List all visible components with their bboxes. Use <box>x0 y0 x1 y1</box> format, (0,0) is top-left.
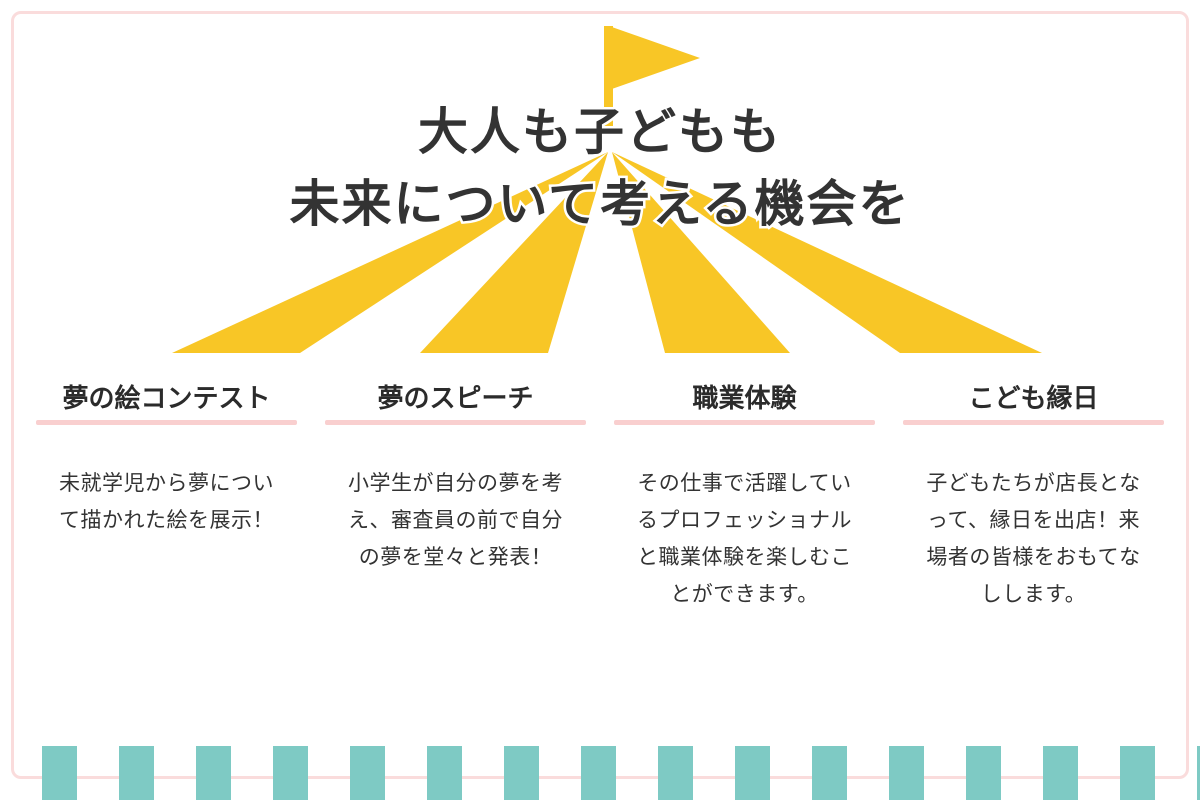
teal-gap <box>1001 746 1043 800</box>
program-underline-3 <box>614 420 875 425</box>
program-column-1: 夢の絵コンテスト 未就学児から夢について描かれた絵を展示！ <box>22 382 311 613</box>
program-underline-2 <box>325 420 586 425</box>
teal-block <box>42 746 77 800</box>
teal-gap <box>1155 746 1197 800</box>
teal-gap <box>308 746 350 800</box>
teal-gap <box>0 746 42 800</box>
program-underline-1 <box>36 420 297 425</box>
teal-gap <box>77 746 119 800</box>
ray-group <box>172 152 1042 353</box>
program-heading-3: 職業体験 <box>692 384 797 414</box>
headline-line-2: 未来について考える機会を <box>287 173 911 236</box>
program-columns: 夢の絵コンテスト 未就学児から夢について描かれた絵を展示！ 夢のスピーチ 小学生… <box>22 382 1178 613</box>
teal-block <box>1043 746 1078 800</box>
teal-block <box>1120 746 1155 800</box>
teal-gap <box>385 746 427 800</box>
flag-icon <box>604 26 700 136</box>
teal-block <box>427 746 462 800</box>
teal-gap <box>616 746 658 800</box>
teal-gap <box>462 746 504 800</box>
teal-gap <box>770 746 812 800</box>
teal-block <box>658 746 693 800</box>
page-title: 大人も子どもも 未来について考える機会を <box>0 96 1200 240</box>
program-column-4: こども縁日 子どもたちが店長となって、縁日を出店！来場者の皆様をおもてなしします… <box>889 382 1178 613</box>
program-body-2: 小学生が自分の夢を考え、審査員の前で自分の夢を堂々と発表！ <box>348 471 563 569</box>
bottom-teal-strip <box>0 746 1200 800</box>
headline-line-1: 大人も子どもも <box>416 101 783 164</box>
teal-block <box>812 746 847 800</box>
program-body-3: その仕事で活躍しているプロフェッショナルと職業体験を楽しむことができます。 <box>637 471 852 606</box>
teal-block <box>350 746 385 800</box>
program-column-3: 職業体験 その仕事で活躍しているプロフェッショナルと職業体験を楽しむことができま… <box>600 382 889 613</box>
teal-block <box>196 746 231 800</box>
teal-gap <box>693 746 735 800</box>
program-body-4: 子どもたちが店長となって、縁日を出店！来場者の皆様をおもてなしします。 <box>926 471 1141 606</box>
teal-block <box>581 746 616 800</box>
teal-gap <box>539 746 581 800</box>
teal-gap <box>924 746 966 800</box>
teal-block <box>504 746 539 800</box>
teal-block <box>1197 746 1200 800</box>
program-column-2: 夢のスピーチ 小学生が自分の夢を考え、審査員の前で自分の夢を堂々と発表！ <box>311 382 600 613</box>
teal-block <box>735 746 770 800</box>
program-heading-2: 夢のスピーチ <box>377 384 534 414</box>
ray-2 <box>420 152 608 353</box>
program-body-1: 未就学児から夢について描かれた絵を展示！ <box>59 471 274 532</box>
program-heading-1: 夢の絵コンテスト <box>62 384 271 414</box>
program-underline-4 <box>903 420 1164 425</box>
teal-gap <box>231 746 273 800</box>
ray-3 <box>612 152 790 353</box>
ray-1 <box>172 152 608 353</box>
teal-block <box>273 746 308 800</box>
ray-4 <box>612 152 1042 353</box>
teal-gap <box>847 746 889 800</box>
teal-block <box>889 746 924 800</box>
teal-block <box>119 746 154 800</box>
program-heading-4: こども縁日 <box>968 384 1099 414</box>
teal-gap <box>1078 746 1120 800</box>
teal-block <box>966 746 1001 800</box>
teal-gap <box>154 746 196 800</box>
